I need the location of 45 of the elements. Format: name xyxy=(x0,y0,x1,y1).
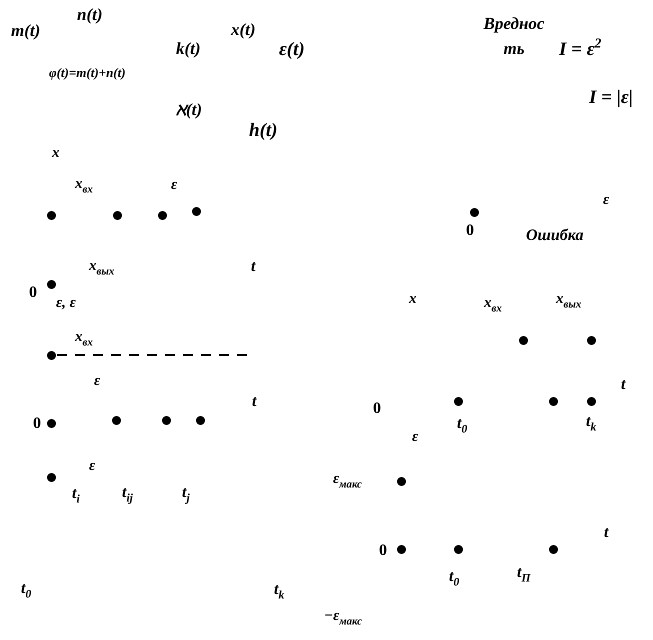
axis-label: t xyxy=(251,258,256,276)
axis-label: x$_{вх}$ xyxy=(75,176,93,192)
formula-label: I = ε$^{2}$ xyxy=(559,40,602,61)
tick-label: −ε$_{макс}$ xyxy=(324,608,362,624)
axis-label: t xyxy=(252,393,256,411)
axis-label: t xyxy=(604,524,608,542)
axis-label: x$_{вх}$ xyxy=(484,295,502,312)
tick-label: t$_{0}$ xyxy=(21,580,32,598)
axis-label: ε xyxy=(94,373,100,390)
axis-label: ε, ε xyxy=(56,295,76,312)
formula-label: φ(t)=m(t)+n(t) xyxy=(49,66,126,80)
axis-label: x xyxy=(52,145,60,162)
axis-label: t xyxy=(621,376,626,394)
axis-label: ε xyxy=(412,429,418,446)
origin-label: 0 xyxy=(466,222,474,240)
tick-label: t$_{П}$ xyxy=(517,564,530,582)
origin-label: 0 xyxy=(373,400,381,418)
tick-label: t$_{k}$ xyxy=(586,413,596,431)
axis-label: x$_{вых}$ xyxy=(89,258,114,274)
signal-label: n(t) xyxy=(77,6,102,25)
origin-label: 0 xyxy=(29,284,37,302)
axis-label: x xyxy=(409,291,416,308)
tick-label: ε$_{макс}$ xyxy=(333,471,362,488)
axis-label: ε xyxy=(603,192,610,208)
signal-label: k(t) xyxy=(176,40,201,59)
signal-label: ℵ(t) xyxy=(176,101,202,120)
tick-label: t$_{ij}$ xyxy=(122,484,133,502)
tick-label: t$_{0}$ xyxy=(449,568,460,586)
formula-label: I = |ε| xyxy=(589,88,633,109)
axis-label: ε xyxy=(171,177,178,194)
signal-label: h(t) xyxy=(249,121,278,142)
axis-title: Ошибка xyxy=(526,227,584,245)
signal-label: m(t) xyxy=(11,22,40,41)
tick-label: t$_{i}$ xyxy=(72,485,80,503)
axis-label: x$_{вых}$ xyxy=(556,291,582,308)
tick-label: t$_{0}$ xyxy=(457,415,468,433)
axis-label: x$_{вх}$ xyxy=(75,329,93,346)
origin-label: 0 xyxy=(379,542,387,560)
tick-label: t$_{j}$ xyxy=(182,484,190,502)
axis-label: ε xyxy=(89,458,96,474)
tick-label: t$_{k}$ xyxy=(274,581,284,599)
origin-label: 0 xyxy=(33,415,41,433)
signal-label: ε(t) xyxy=(279,40,305,61)
signal-label: x(t) xyxy=(231,21,256,40)
axis-title: Вредность xyxy=(482,13,546,60)
